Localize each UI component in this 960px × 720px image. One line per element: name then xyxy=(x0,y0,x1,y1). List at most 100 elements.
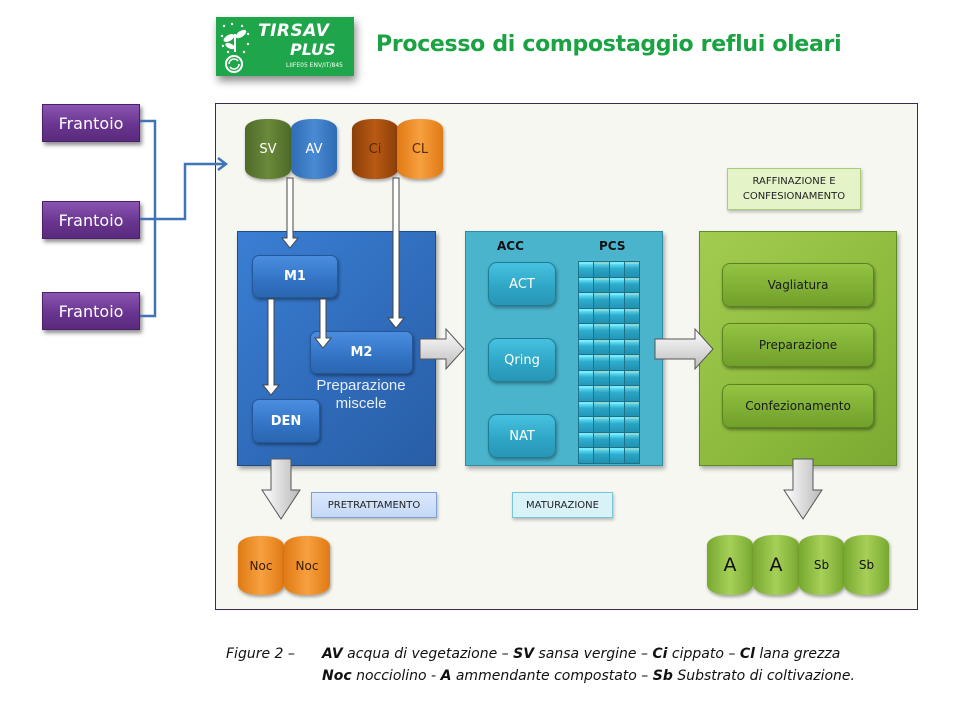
output-cylinder-a-2[interactable]: A xyxy=(753,535,799,595)
pcs-cell xyxy=(594,448,609,463)
pcs-cell xyxy=(609,308,624,324)
pcs-cell xyxy=(624,339,639,355)
step-qring[interactable]: Qring xyxy=(488,338,556,382)
output-cylinder-a-1[interactable]: A xyxy=(707,535,753,595)
pcs-cell xyxy=(594,262,609,277)
pcs-cell xyxy=(579,448,594,463)
input-cylinder-cl[interactable]: CL xyxy=(397,119,443,179)
pcs-cell xyxy=(609,355,624,370)
caption-definition: ammendante compostato – xyxy=(451,668,653,684)
pcs-cell xyxy=(609,432,624,448)
output-cylinder-noc-2[interactable]: Noc xyxy=(284,536,330,595)
pcs-cell xyxy=(594,417,609,432)
pcs-cell xyxy=(624,277,639,293)
pcs-cell xyxy=(579,324,594,339)
pcs-cell xyxy=(624,293,639,308)
pcs-cell xyxy=(594,386,609,401)
pcs-cell xyxy=(579,432,594,448)
caption-definition: acqua di vegetazione – xyxy=(342,646,514,662)
pcs-cell xyxy=(609,293,624,308)
pcs-cell xyxy=(594,324,609,339)
caption-abbr: SV xyxy=(513,646,535,662)
input-cylinder-sv[interactable]: SV xyxy=(245,119,291,179)
pcs-cell xyxy=(609,386,624,401)
pcs-cell xyxy=(609,324,624,339)
pcs-cell xyxy=(624,308,639,324)
caption-line-2: Noc nocciolino - A ammendante compostato… xyxy=(322,668,855,684)
pcs-cell xyxy=(579,339,594,355)
pcs-cell xyxy=(579,355,594,370)
caption-abbr: Ci xyxy=(652,646,668,662)
pcs-cell xyxy=(609,448,624,463)
frantoio-box-3[interactable]: Frantoio xyxy=(42,292,140,330)
step-vagliatura[interactable]: Vagliatura xyxy=(722,263,874,307)
acc-header: ACC xyxy=(497,239,524,253)
caption-definition: cippato – xyxy=(667,646,740,662)
pcs-cell xyxy=(594,339,609,355)
pcs-cell xyxy=(579,386,594,401)
logo-line-1: TIRSAV xyxy=(258,21,330,41)
pcs-cell xyxy=(579,262,594,277)
step-confezionamento[interactable]: Confezionamento xyxy=(722,384,874,428)
caption-definition: nocciolino - xyxy=(351,668,441,684)
output-cylinder-sb-2[interactable]: Sb xyxy=(844,535,889,595)
pcs-cell xyxy=(594,293,609,308)
feed-arrowhead xyxy=(217,157,229,171)
maturazione-label: MATURAZIONE xyxy=(512,492,613,518)
pcs-cell xyxy=(624,324,639,339)
step-preparazione[interactable]: Preparazione xyxy=(722,323,874,367)
frantoio-box-1[interactable]: Frantoio xyxy=(42,104,140,142)
step-den[interactable]: DEN xyxy=(252,399,320,443)
pcs-cell xyxy=(624,417,639,432)
pcs-cell xyxy=(594,355,609,370)
pcs-cell xyxy=(609,417,624,432)
step-act[interactable]: ACT xyxy=(488,262,556,306)
page-title: Processo di compostaggio reflui oleari xyxy=(376,32,842,57)
step-m1[interactable]: M1 xyxy=(252,255,338,298)
pcs-header: PCS xyxy=(599,239,626,253)
frantoio-box-2[interactable]: Frantoio xyxy=(42,201,140,239)
pcs-cell xyxy=(609,370,624,386)
pcs-cell xyxy=(624,401,639,417)
input-cylinder-av[interactable]: AV xyxy=(291,119,337,179)
pcs-cell xyxy=(579,308,594,324)
raffinazione-label: RAFFINAZIONE E CONFESIONAMENTO xyxy=(727,168,861,210)
pcs-cell xyxy=(579,277,594,293)
pcs-cell xyxy=(594,308,609,324)
pcs-cell xyxy=(579,370,594,386)
caption-definition: lana grezza xyxy=(754,646,841,662)
pcs-cell xyxy=(609,277,624,293)
output-cylinder-sb-1[interactable]: Sb xyxy=(799,535,844,595)
pcs-cell xyxy=(624,432,639,448)
pretrattamento-label: PRETRATTAMENTO xyxy=(311,492,437,518)
input-cylinder-ci[interactable]: Ci xyxy=(352,119,398,179)
plant-recycle-icon xyxy=(220,22,250,73)
caption-abbr: Noc xyxy=(322,668,352,684)
pcs-cell xyxy=(609,401,624,417)
output-cylinder-noc-1[interactable]: Noc xyxy=(238,536,284,595)
caption-abbr: A xyxy=(440,668,452,684)
pcs-cell xyxy=(624,262,639,277)
pcs-cell xyxy=(579,401,594,417)
tirsav-logo: TIRSAV PLUS LIIFE05 ENV/IT/845 xyxy=(216,17,354,76)
step-nat[interactable]: NAT xyxy=(488,414,556,458)
pcs-cell xyxy=(624,370,639,386)
preparazione-miscele-caption: Preparazione miscele xyxy=(316,377,406,412)
pcs-cell xyxy=(579,293,594,308)
step-m2[interactable]: M2 xyxy=(310,331,413,374)
pcs-cell xyxy=(579,417,594,432)
frantoio-feed-line xyxy=(140,162,226,221)
pcs-cell xyxy=(594,370,609,386)
caption-definition: sansa vergine – xyxy=(534,646,653,662)
pcs-cell xyxy=(624,448,639,463)
pcs-cell xyxy=(624,386,639,401)
caption-definition: Substrato di coltivazione. xyxy=(672,668,855,684)
caption-abbr: Cl xyxy=(739,646,755,662)
caption-figure-label: Figure 2 – xyxy=(226,646,295,662)
pcs-grid xyxy=(578,261,640,464)
pcs-cell xyxy=(624,355,639,370)
caption-abbr: AV xyxy=(322,646,343,662)
logo-line-2: PLUS xyxy=(290,40,336,59)
logo-line-3: LIIFE05 ENV/IT/845 xyxy=(286,62,343,69)
